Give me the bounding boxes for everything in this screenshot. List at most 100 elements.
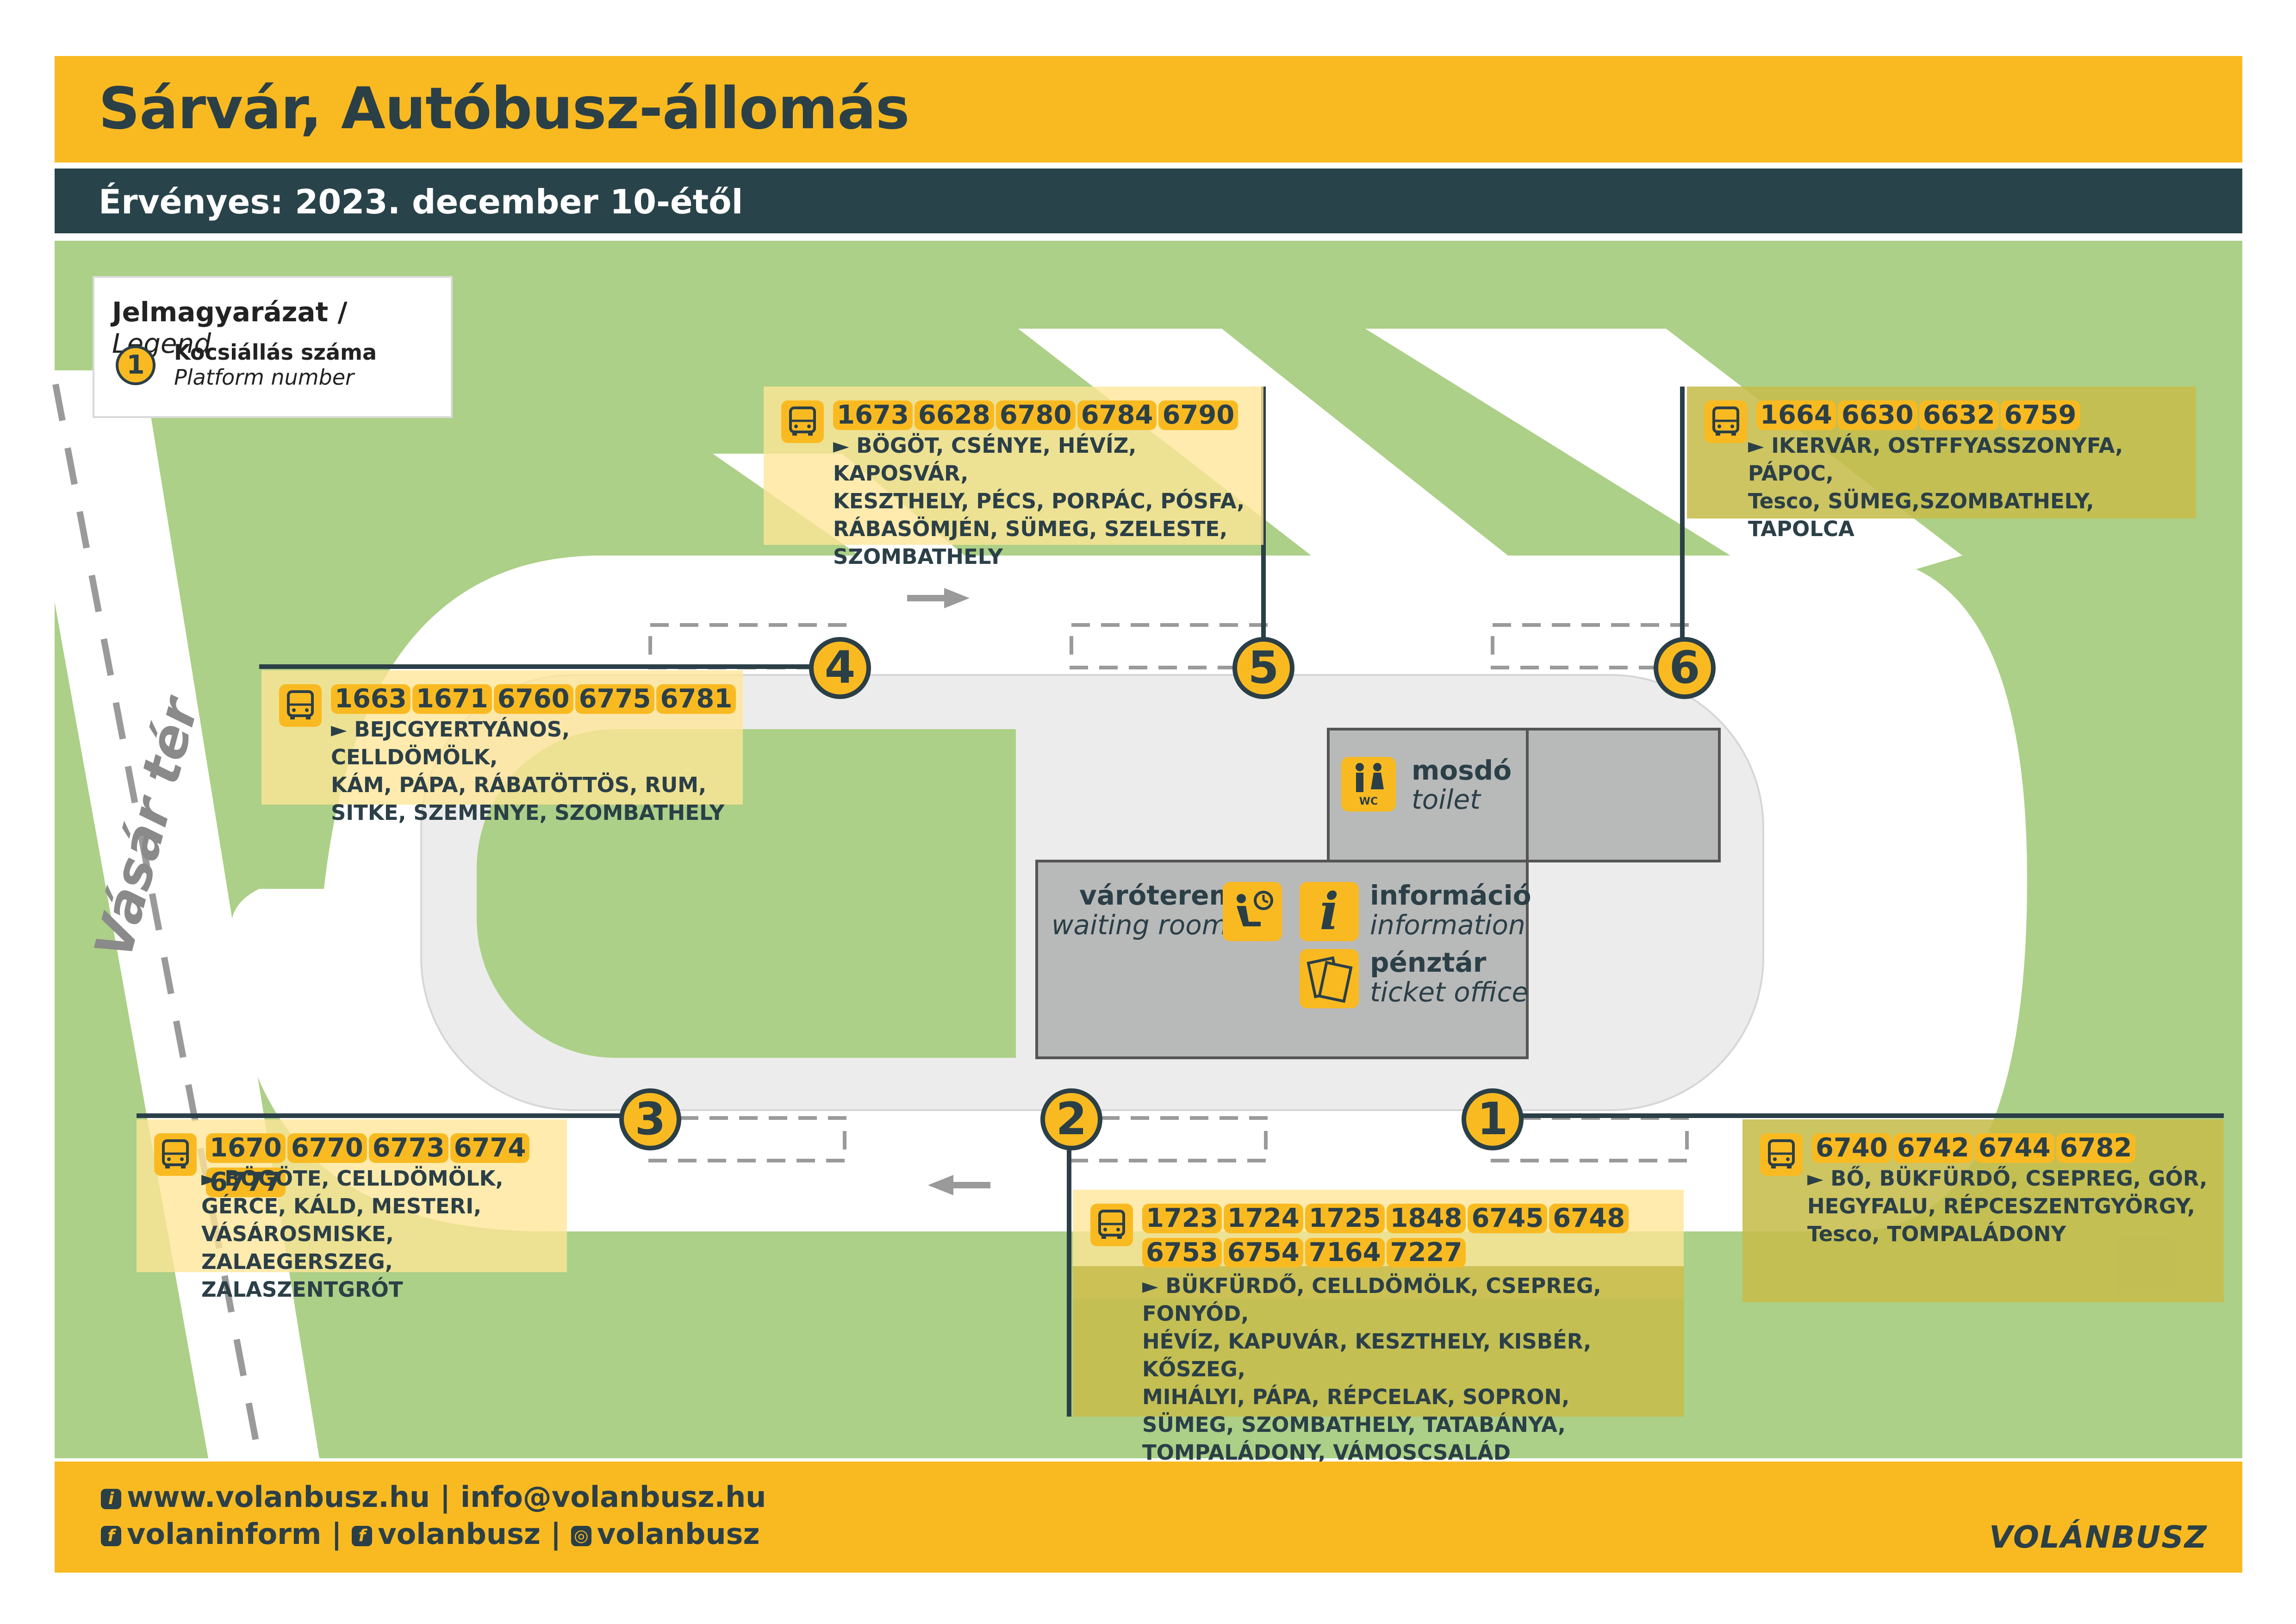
info-icon: i bbox=[101, 1488, 121, 1509]
waiting-room-label-hu: váróterem bbox=[1079, 880, 1237, 911]
route-number: 6774 bbox=[450, 1133, 530, 1163]
ticket-office-label-en: ticket office bbox=[1370, 976, 1529, 1008]
facebook-icon: f bbox=[352, 1525, 373, 1546]
facebook-link-volaninform[interactable]: volaninform bbox=[127, 1517, 322, 1551]
toilet-label-en: toilet bbox=[1412, 784, 1481, 815]
legend-item-en: Platform number bbox=[174, 365, 354, 390]
route-number: 6775 bbox=[575, 684, 655, 714]
route-number: 1673 bbox=[833, 400, 913, 430]
destination-list: ► IKERVÁR, OSTFFYASSZONYFA, PÁPOC, Tesco… bbox=[1748, 433, 2123, 541]
route-number: 6777 bbox=[206, 1168, 286, 1197]
route-number: 1848 bbox=[1386, 1204, 1466, 1233]
destination-list: ► BÜKFÜRDŐ, CELLDÖMÖLK, CSEPREG, FONYÓD,… bbox=[1142, 1274, 1601, 1465]
arrow-left-icon bbox=[928, 1175, 990, 1195]
route-number: 6781 bbox=[656, 684, 736, 714]
route-number: 1663 bbox=[331, 684, 411, 714]
brand-logo-text: VOLÁNBUSZ bbox=[1989, 1519, 2208, 1555]
waiting-room-label-en: waiting room bbox=[1052, 909, 1228, 941]
platform-badge-5: 5 bbox=[1232, 637, 1294, 699]
bus-icon bbox=[1705, 400, 1747, 443]
destination-list: ► BÖGÖTE, CELLDÖMÖLK, GÉRCE, KÁLD, MESTE… bbox=[201, 1166, 504, 1302]
instagram-icon: ◎ bbox=[571, 1525, 591, 1546]
platform-number: 6 bbox=[1669, 642, 1700, 693]
route-number: 1670 bbox=[206, 1133, 286, 1163]
route-number: 1723 bbox=[1142, 1204, 1222, 1233]
route-number: 6748 bbox=[1549, 1204, 1629, 1233]
platform-number: 3 bbox=[635, 1093, 666, 1145]
bus-icon bbox=[154, 1133, 197, 1176]
route-number: 6744 bbox=[1974, 1133, 2054, 1163]
arrow-right-icon bbox=[907, 588, 970, 608]
street-dashed-line bbox=[52, 383, 262, 1459]
validity-text: Érvényes: 2023. december 10-étől bbox=[99, 182, 743, 221]
legend-platform-badge: 1 bbox=[116, 345, 156, 385]
bus-icon bbox=[781, 400, 824, 443]
building-annex bbox=[1526, 728, 1721, 862]
route-number: 6773 bbox=[368, 1133, 448, 1163]
inner-green-square bbox=[787, 729, 1016, 1058]
email-link[interactable]: info@volanbusz.hu bbox=[460, 1480, 766, 1514]
instagram-link[interactable]: volanbusz bbox=[597, 1517, 760, 1551]
platform-badge-1: 1 bbox=[1462, 1088, 1524, 1150]
access-road-2 bbox=[1365, 329, 1962, 602]
legend-item-hu: Kocsiállás száma bbox=[174, 340, 377, 365]
route-number: 7227 bbox=[1386, 1238, 1466, 1268]
legend-title: Jelmagyarázat / Legend bbox=[112, 296, 348, 359]
toilet-icon: WC bbox=[1341, 757, 1396, 812]
information-label-en: information bbox=[1370, 909, 1525, 941]
route-number: 6753 bbox=[1142, 1238, 1222, 1268]
information-label-hu: információ bbox=[1370, 880, 1531, 911]
route-number: 6630 bbox=[1837, 400, 1917, 430]
route-number: 6760 bbox=[493, 684, 573, 714]
facebook-icon: f bbox=[101, 1525, 121, 1546]
page-title: Sárvár, Autóbusz-állomás bbox=[99, 75, 910, 142]
legend-box: Jelmagyarázat / Legend 1 Kocsiállás szám… bbox=[93, 276, 453, 418]
route-number: 6770 bbox=[287, 1133, 367, 1163]
header-bar: Sárvár, Autóbusz-állomás bbox=[55, 56, 2242, 162]
toilet-label-hu: mosdó bbox=[1412, 755, 1512, 786]
route-number: 6759 bbox=[2000, 400, 2080, 430]
platform-badge-4: 4 bbox=[809, 637, 871, 699]
waiting-room-icon bbox=[1223, 882, 1282, 941]
route-number: 6632 bbox=[1919, 400, 1999, 430]
platform-number: 1 bbox=[1477, 1093, 1508, 1145]
route-number: 6790 bbox=[1158, 400, 1238, 430]
building-main bbox=[1035, 860, 1529, 1059]
bus-icon bbox=[279, 684, 322, 727]
route-number: 6740 bbox=[1812, 1133, 1892, 1163]
platform-number: 5 bbox=[1248, 642, 1279, 693]
route-number: 1725 bbox=[1305, 1204, 1385, 1233]
route-number: 6742 bbox=[1893, 1133, 1973, 1163]
destination-list: ► BÖGÖT, CSÉNYE, HÉVÍZ, KAPOSVÁR, KESZTH… bbox=[833, 433, 1245, 569]
facebook-link-volanbusz[interactable]: volanbusz bbox=[378, 1517, 541, 1551]
route-number: 7164 bbox=[1305, 1238, 1385, 1268]
validity-bar: Érvényes: 2023. december 10-étől bbox=[55, 169, 2242, 233]
website-link[interactable]: www.volanbusz.hu bbox=[127, 1480, 430, 1514]
platform-badge-3: 3 bbox=[619, 1088, 681, 1150]
destination-list: ► BŐ, BÜKFÜRDŐ, CSEPREG, GÓR, HEGYFALU, … bbox=[1807, 1166, 2208, 1246]
platform-badge-6: 6 bbox=[1654, 637, 1716, 699]
route-number: 6745 bbox=[1468, 1204, 1548, 1233]
route-number: 6780 bbox=[996, 400, 1076, 430]
route-number: 1664 bbox=[1756, 400, 1836, 430]
route-number: 6782 bbox=[2056, 1133, 2136, 1163]
information-icon: i bbox=[1300, 882, 1359, 941]
bus-icon bbox=[1090, 1204, 1133, 1246]
route-number: 6628 bbox=[914, 400, 994, 430]
platform-number: 2 bbox=[1056, 1093, 1087, 1145]
route-number: 6784 bbox=[1077, 400, 1157, 430]
